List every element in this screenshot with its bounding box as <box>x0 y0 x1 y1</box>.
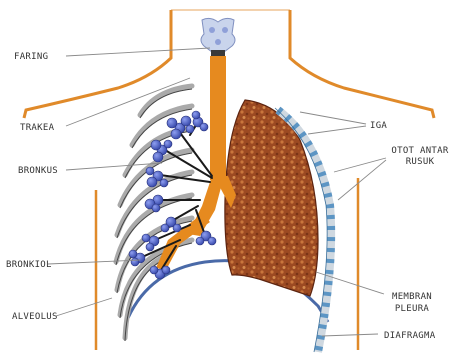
label-otot-antar-rusuk-2: RUSUK <box>406 157 435 167</box>
label-iga: IGA <box>370 121 387 131</box>
label-diafragma: DIAFRAGMA <box>384 331 436 341</box>
label-membran-pleura-1: MEMBRAN <box>392 292 432 302</box>
label-bronkiol: BRONKIOL <box>6 260 52 270</box>
right-lung <box>225 100 318 296</box>
label-otot-antar-rusuk-1: OTOT ANTAR <box>391 146 448 156</box>
label-trakea: TRAKEA <box>20 123 55 133</box>
label-membran-pleura-2: PLEURA <box>395 304 430 314</box>
label-bronkus: BRONKUS <box>18 166 58 176</box>
label-alveolus: ALVEOLUS <box>12 312 58 322</box>
faring-shape <box>201 18 235 58</box>
label-faring: FARING <box>14 52 48 62</box>
trakea-shape <box>156 56 236 270</box>
